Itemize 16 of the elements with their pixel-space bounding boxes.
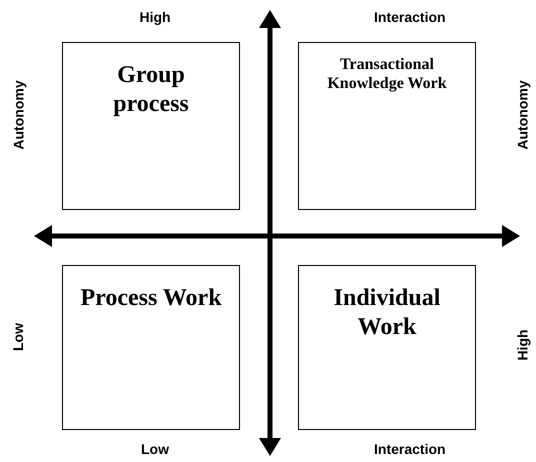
axis-label: High xyxy=(140,9,171,25)
axis-label: High xyxy=(514,329,530,361)
quadrant-box xyxy=(298,265,476,430)
axis-label: Low xyxy=(10,323,26,351)
quadrant-label: Group process xyxy=(112,61,190,119)
quadrant-label: Individual Work xyxy=(332,284,442,342)
quadrant-box xyxy=(298,42,476,210)
axis-label: Low xyxy=(141,441,169,457)
quadrant-box xyxy=(62,265,240,430)
axis-label: Interaction xyxy=(374,9,446,25)
quadrant-label: Transactional Knowledge Work xyxy=(326,55,448,94)
axis-label: Autonomy xyxy=(10,80,26,150)
axis-label: Autonomy xyxy=(514,80,530,150)
quadrant-box xyxy=(62,42,240,210)
quadrant-label: Process Work xyxy=(79,284,223,313)
axis-label: Interaction xyxy=(374,441,446,457)
